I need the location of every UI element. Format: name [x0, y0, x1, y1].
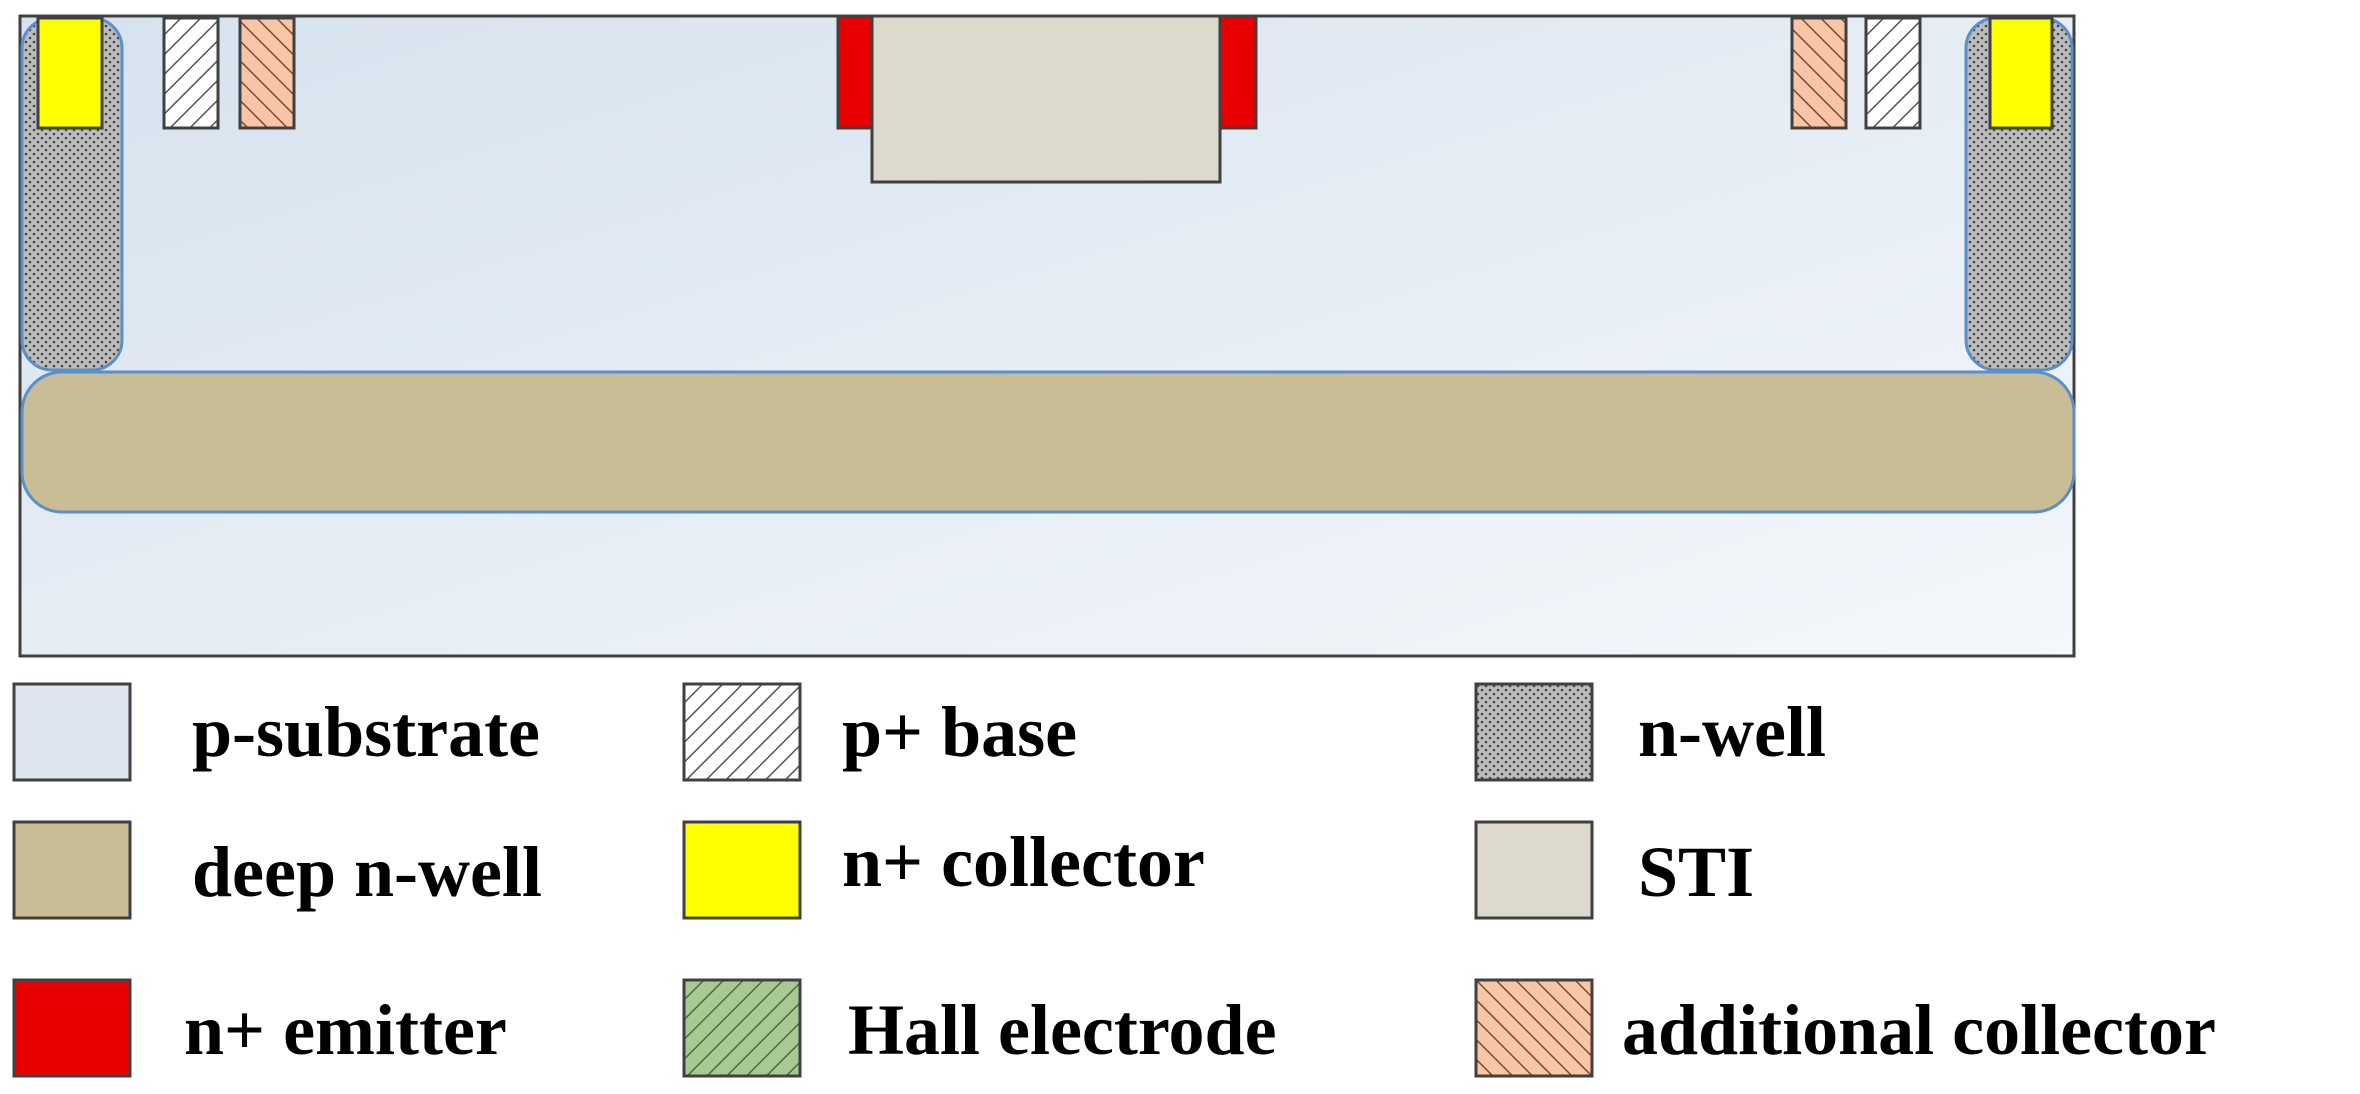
legend-swatch-n-plus-collector — [682, 820, 802, 920]
n-plus-collector-right — [1988, 16, 2054, 130]
legend-label-deep-n-well: deep n-well — [192, 832, 542, 912]
legend-label-sti: STI — [1638, 832, 1755, 912]
legend-label-n-plus-emitter: n+ emitter — [184, 990, 507, 1070]
additional-collector-right — [1790, 16, 1848, 130]
legend-label-additional-collector: additional collector — [1622, 990, 2216, 1070]
n-plus-emitter-right — [1218, 14, 1258, 130]
legend-swatch-additional-collector — [1474, 978, 1594, 1078]
p-plus-base-left — [162, 16, 220, 130]
legend-label-p-plus-base: p+ base — [842, 692, 1078, 772]
legend-label-p-substrate: p-substrate — [192, 692, 541, 772]
legend-swatch-p-substrate — [12, 682, 132, 782]
legend-label-n-well: n-well — [1638, 692, 1826, 772]
sti-region — [870, 14, 1222, 184]
legend-label-hall-electrode: Hall electrode — [848, 990, 1277, 1070]
legend-swatch-n-plus-emitter — [12, 978, 132, 1078]
legend-swatch-deep-n-well — [12, 820, 132, 920]
n-plus-emitter-left — [836, 14, 876, 130]
legend-label-n-plus-collector: n+ collector — [842, 822, 1205, 902]
additional-collector-left — [238, 16, 296, 130]
deep-n-well-region — [20, 370, 2076, 514]
legend-swatch-hall-electrode — [682, 978, 802, 1078]
legend-swatch-n-well — [1474, 682, 1594, 782]
legend-swatch-sti — [1474, 820, 1594, 920]
p-plus-base-right — [1864, 16, 1922, 130]
legend-swatch-p-plus-base — [682, 682, 802, 782]
n-plus-collector-left — [36, 16, 104, 130]
